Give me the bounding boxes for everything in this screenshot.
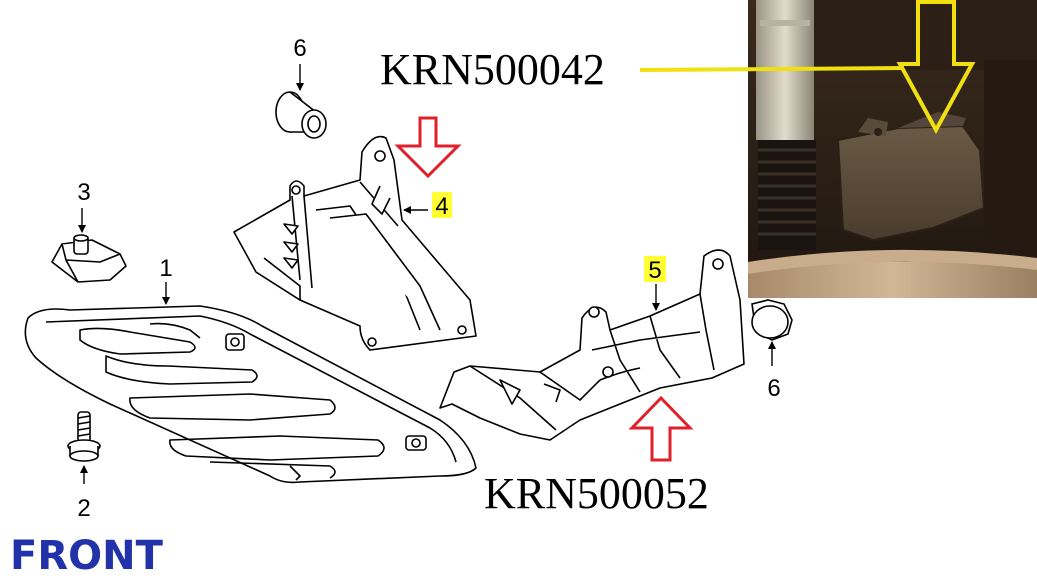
reference-photo <box>748 0 1037 298</box>
highlight-4 <box>432 192 452 218</box>
yellow-arrow-down <box>896 0 976 135</box>
part-number-upper: KRN500042 <box>380 45 605 94</box>
front-label: FRONT <box>10 533 163 579</box>
part-number-lower: KRN500052 <box>484 469 709 518</box>
callout-6-right: 6 <box>767 375 780 402</box>
bolt-part-2 <box>67 411 101 462</box>
splash-shield-part-1 <box>24 305 477 484</box>
callout-2: 2 <box>77 495 90 522</box>
heat-shield-part-5 <box>439 249 745 441</box>
callout-4: 4 <box>435 193 448 220</box>
callout-5: 5 <box>648 257 661 284</box>
leader-lines <box>78 64 776 484</box>
callout-3: 3 <box>77 179 90 206</box>
heat-shield-part-4 <box>233 135 477 351</box>
callout-1: 1 <box>159 255 172 282</box>
push-pin-part-6-top <box>275 91 327 139</box>
clip-nut-part-3 <box>51 234 127 283</box>
callout-6-top: 6 <box>293 35 306 62</box>
highlight-5 <box>644 256 666 282</box>
red-arrow-down <box>394 116 462 179</box>
yellow-leader-line <box>639 66 905 72</box>
red-arrow-up <box>628 395 694 462</box>
push-pin-part-6-right <box>751 299 793 341</box>
photo-image <box>748 0 1037 298</box>
